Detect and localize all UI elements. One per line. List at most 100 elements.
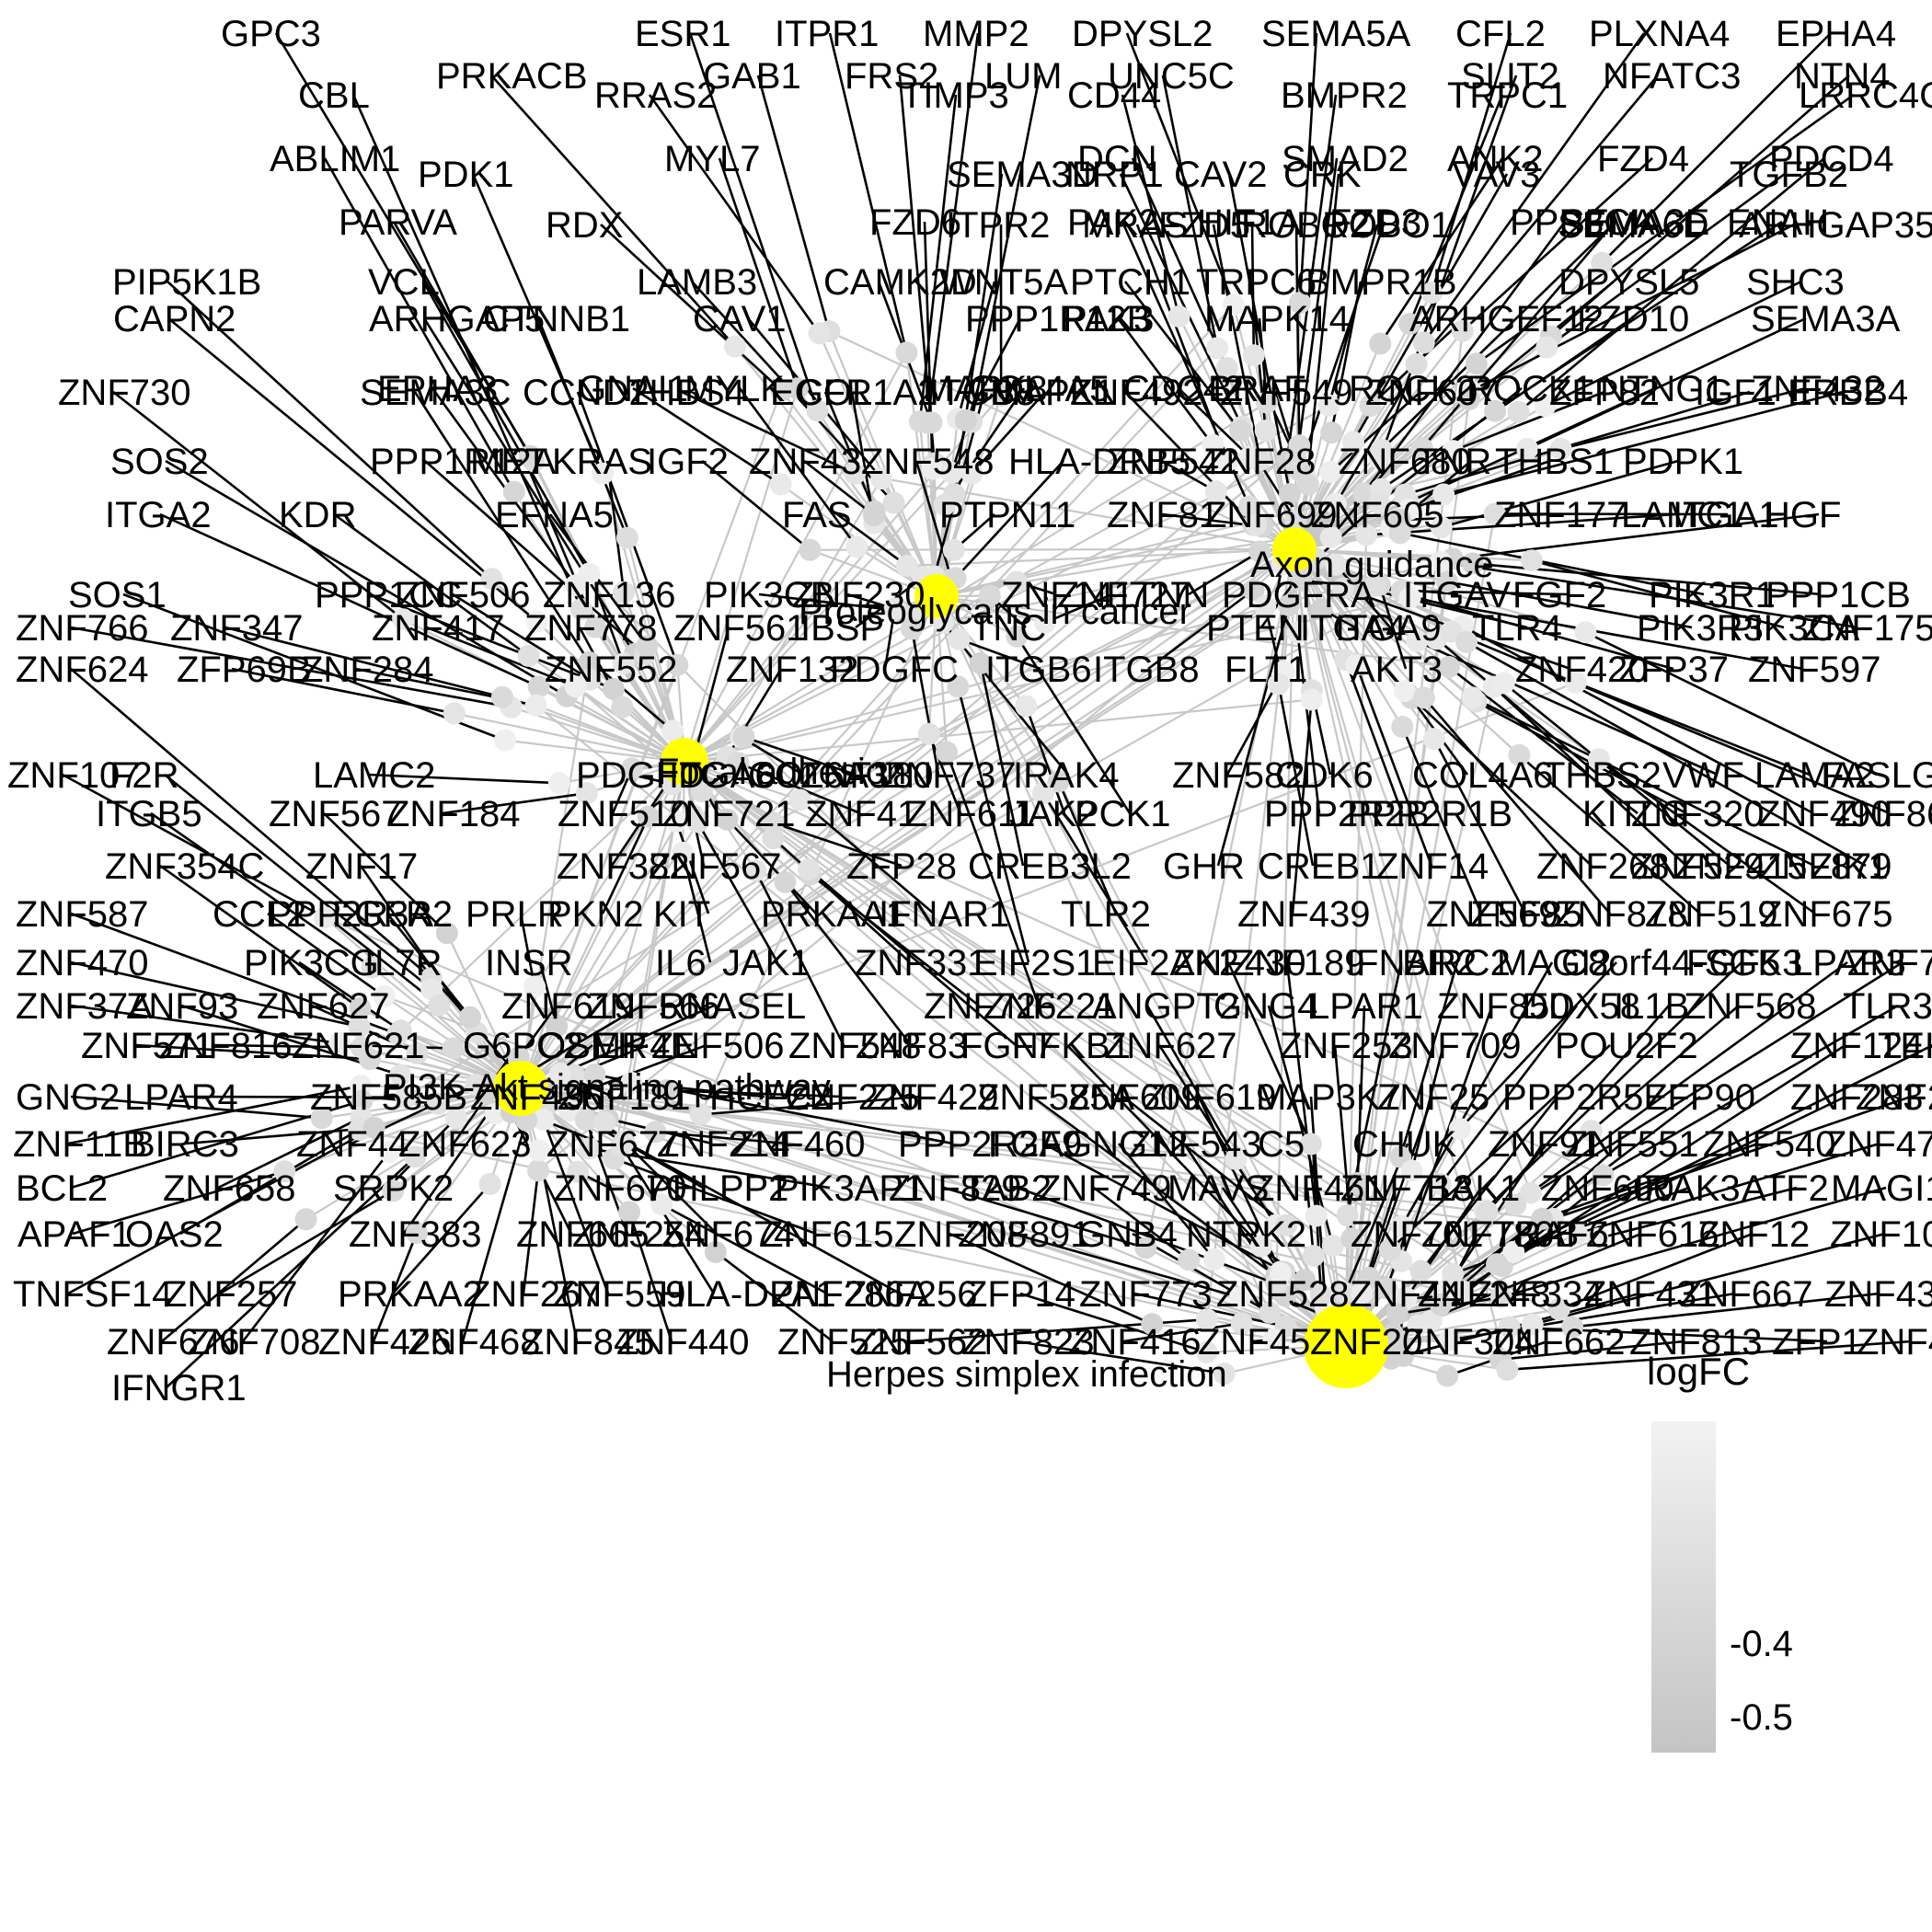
gene-node-mras-40[interactable] [1215,449,1238,472]
gene-node-znf180-172[interactable] [732,726,755,749]
gene-node-itga2-113[interactable] [527,675,550,698]
gene-node-ppp2r3a-213[interactable] [428,994,451,1017]
gene-node-ifngr1-380[interactable] [404,1145,427,1168]
gene-node-gng2-278[interactable] [310,1107,333,1130]
gene-node-gng12-304[interactable] [1202,1248,1225,1271]
gene-node-znf568-259[interactable] [1580,1120,1603,1143]
gene-node-creb3l2-202[interactable] [969,651,992,674]
gene-node-znf45-373[interactable] [1262,1328,1285,1351]
gene-node-znf548-268[interactable] [744,859,767,882]
pathway-hub-axon-guidance[interactable] [1272,527,1317,571]
gene-node-ccnd2-87[interactable] [666,653,689,676]
pathway-hub-herpes-simplex-infection[interactable] [1304,1304,1388,1388]
gene-node-znf41-187[interactable] [727,752,750,775]
gene-node-znf417-141[interactable] [564,675,587,698]
gene-node-znf175-152[interactable] [1429,550,1452,573]
gene-node-znf778-142[interactable] [611,696,634,719]
gene-node-znf283-293[interactable] [1486,1253,1509,1276]
gene-node-pik3ap1-317[interactable] [578,1137,601,1160]
gene-node-trpc6-60[interactable] [1254,420,1277,443]
gene-node-znf429-285[interactable] [689,1103,712,1126]
gene-node-znf208-336[interactable] [1141,1313,1164,1336]
gene-node-znf542-107[interactable] [1204,480,1227,503]
gene-node-itgb5-182[interactable] [361,956,384,979]
gene-node-znf268-206[interactable] [1393,680,1416,703]
gene-node-c8orf44-sgk3-241[interactable] [1448,1118,1471,1141]
gene-node-zfp69b-154[interactable] [443,702,466,725]
gene-node-lama2-180[interactable] [1564,671,1587,694]
gene-node-znf676-363[interactable] [294,1208,317,1231]
gene-node-pck1-190[interactable] [1006,625,1029,648]
gene-node-znf627-247[interactable] [406,1041,429,1064]
gene-node-zfp28-201[interactable] [762,811,785,834]
gene-node-znf436-281[interactable] [484,1102,507,1125]
gene-node-znf552-156[interactable] [661,719,684,742]
gene-node-thbs4-88[interactable] [844,462,867,485]
gene-node-znf14-205[interactable] [1345,653,1368,676]
gene-node-nfkb1-271[interactable] [1249,1235,1272,1258]
gene-node-dpysl2-4[interactable] [1222,293,1245,316]
gene-node-mapk14-70[interactable] [1255,391,1278,414]
gene-node-pdgfc-158[interactable] [883,597,906,620]
gene-node-ppp1r12b-68[interactable] [954,408,977,431]
gene-node-dpysl5-62[interactable] [1457,388,1480,411]
gene-node-sema3e-52[interactable] [1370,438,1393,461]
gene-node-znf549-94[interactable] [1284,448,1307,471]
gene-node-cfl2-6[interactable] [1420,282,1443,305]
gene-node-znf286a-352[interactable] [650,1193,673,1216]
gene-node-fzd4-29[interactable] [1451,319,1474,342]
gene-node-atf2-327[interactable] [1586,1227,1609,1250]
gene-node-srpk2-314[interactable] [444,1107,467,1130]
gene-node-prkaa1-218[interactable] [716,808,739,831]
gene-node-znf267-349[interactable] [527,1159,550,1182]
gene-node-erbb4-98[interactable] [1432,483,1455,506]
gene-node-ddx58-257[interactable] [1429,1172,1452,1195]
gene-node-znf284-155[interactable] [524,694,547,717]
gene-node-znf37a-245[interactable] [328,1032,351,1055]
gene-node-znf680-109[interactable] [1319,525,1342,548]
gene-node-znf432-84[interactable] [1549,437,1572,460]
gene-node-znf334-359[interactable] [1386,1303,1409,1326]
gene-node-capn2-64[interactable] [525,610,548,633]
gene-node-epha3-74[interactable] [564,574,587,597]
gene-node-itpr2-39[interactable] [990,384,1013,407]
gene-node-znf562-370[interactable] [1195,1308,1218,1331]
gene-node-fzd6-47[interactable] [921,457,944,480]
gene-node-znf43-362[interactable] [1561,1316,1584,1339]
gene-node-lrrc4c-23[interactable] [1465,352,1488,375]
gene-node-znf607-95[interactable] [1319,460,1342,483]
gene-node-itgb8-160[interactable] [1242,579,1265,602]
gene-node-ctnnb1-66[interactable] [615,526,638,549]
gene-node-ablim1-24[interactable] [502,480,525,503]
gene-node-parva-46[interactable] [518,444,541,467]
gene-node-znf675-226[interactable] [1587,748,1610,771]
gene-node-tnn-133[interactable] [1248,540,1271,563]
gene-node-arhgef12-71[interactable] [1359,394,1382,417]
gene-node-pkn2-216[interactable] [637,805,660,828]
gene-node-cav1-67[interactable] [870,467,893,490]
gene-node-znf878-224[interactable] [1412,686,1435,709]
gene-node-pik3cg-228[interactable] [389,1019,412,1042]
gene-node-znf721-244[interactable] [1504,1193,1527,1216]
gene-node-irak3-326[interactable] [1442,1262,1465,1285]
gene-node-sema3a-73[interactable] [1516,437,1539,460]
gene-node-trpc1-22[interactable] [1398,313,1421,336]
gene-node-lamc2-168[interactable] [547,772,570,795]
gene-node-znf708-364[interactable] [377,1140,400,1163]
gene-node-kit-217[interactable] [665,810,688,833]
gene-node-dcn-26[interactable] [1215,356,1238,379]
gene-node-prlr-215[interactable] [523,975,546,998]
gene-node-ppp2r2a-302[interactable] [583,1063,606,1086]
gene-node-pdcd4-30[interactable] [1507,400,1530,423]
gene-node-znf510-185[interactable] [621,757,644,780]
gene-node-znf727-132[interactable] [1033,611,1056,634]
gene-node-shc3-63[interactable] [1534,395,1557,418]
gene-node-traf6-342[interactable] [1451,1280,1474,1303]
gene-node-znf891-337[interactable] [1228,1286,1251,1309]
gene-node-bmpr1b-61[interactable] [1320,421,1343,444]
pathway-hub-focal-adhesion[interactable] [661,738,708,786]
gene-node-pik3r1-137[interactable] [1388,522,1411,545]
gene-node-znf189-237[interactable] [1305,1204,1328,1227]
gene-node-jak2-189[interactable] [1015,695,1038,718]
gene-node-kitlg-193[interactable] [1437,655,1460,678]
